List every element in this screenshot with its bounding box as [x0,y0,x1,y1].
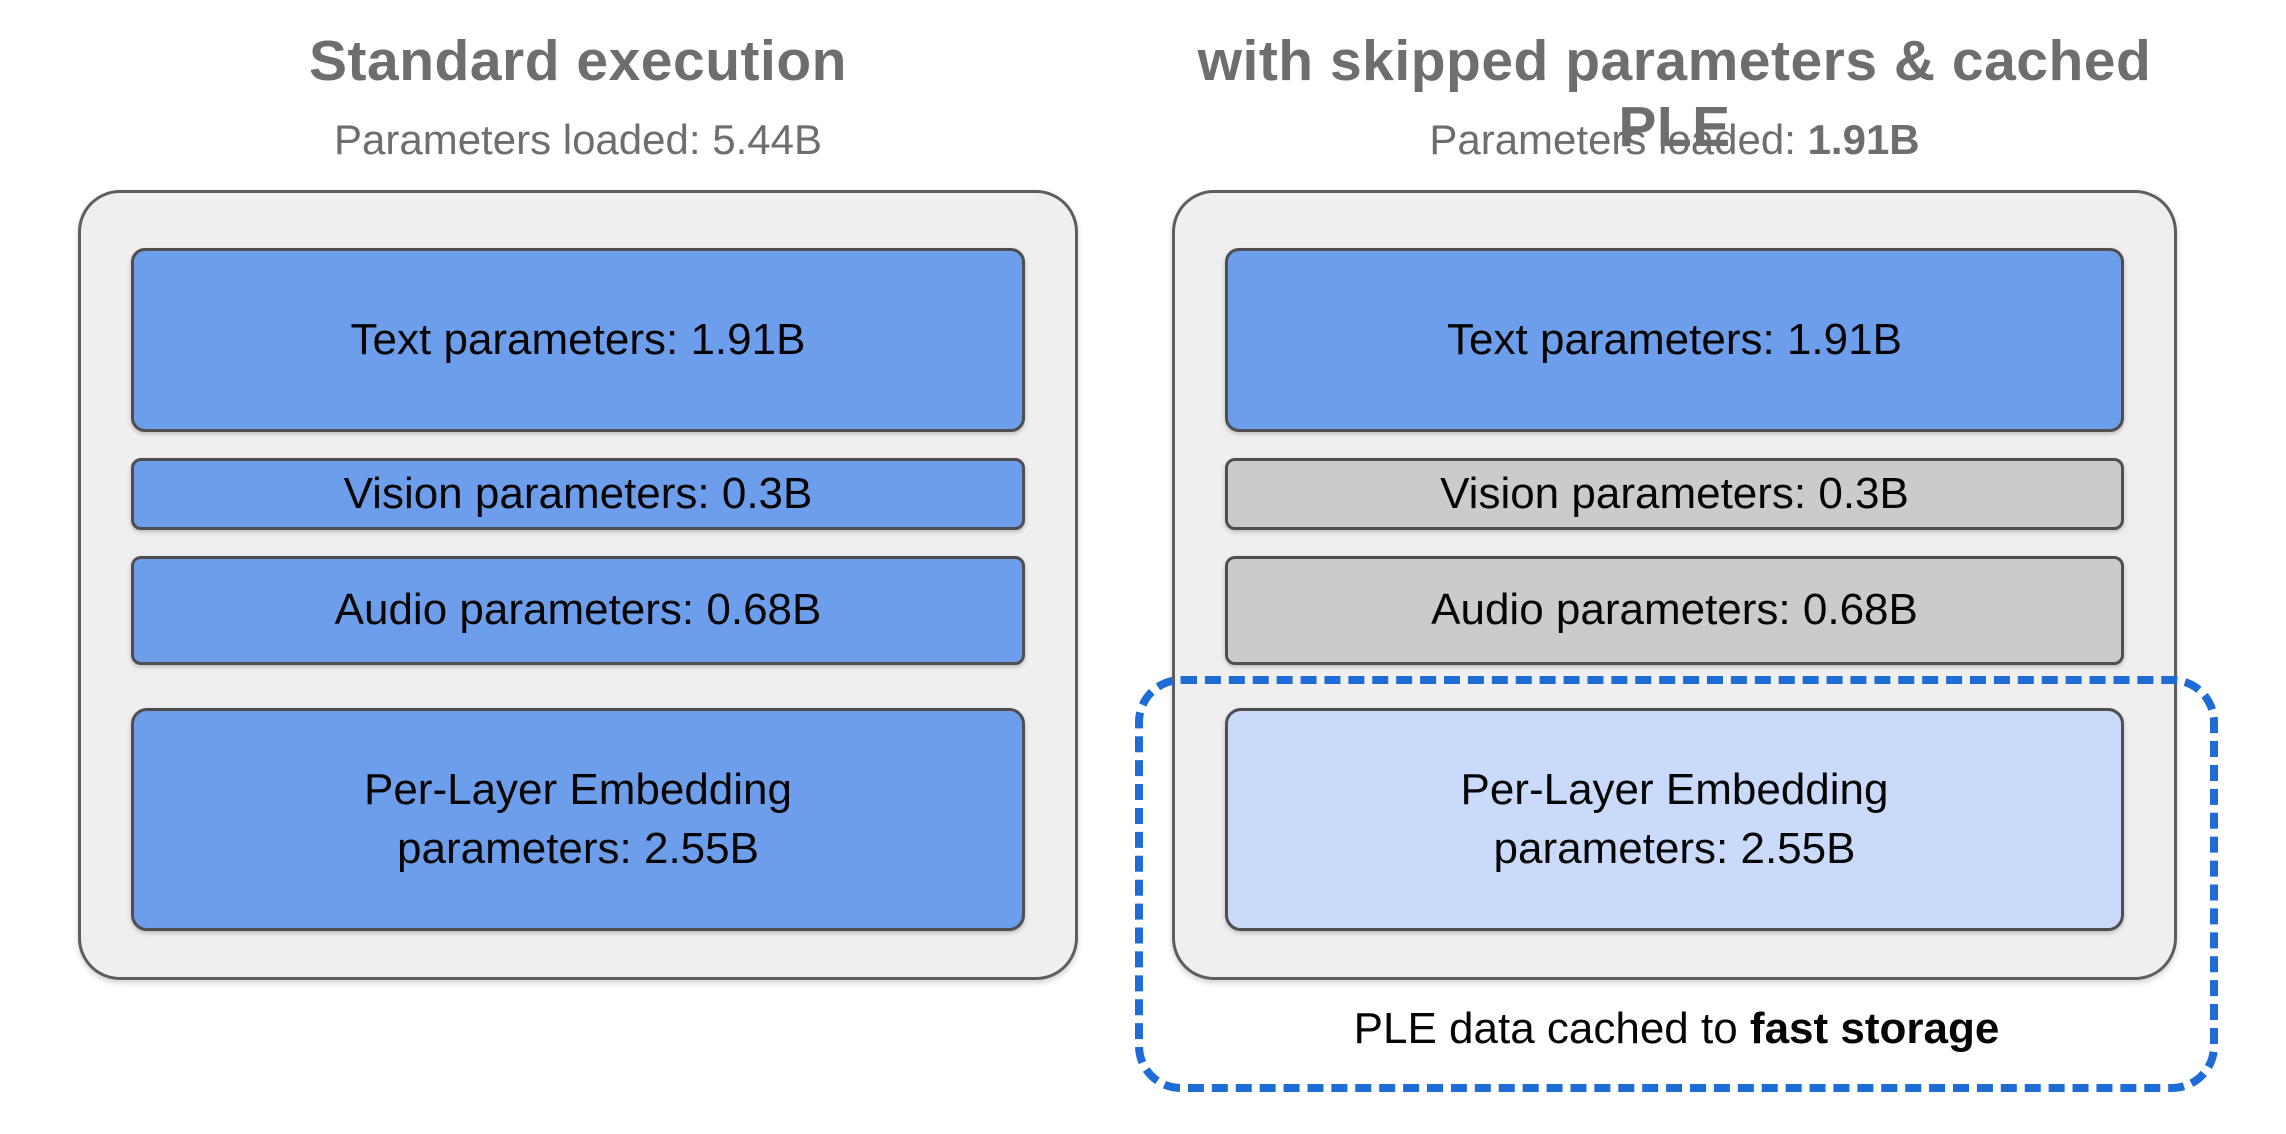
subtitle-prefix: Parameters loaded: [334,116,713,163]
panel-subtitle-standard-execution: Parameters loaded: 5.44B [78,116,1078,164]
model-container-skipped: Text parameters: 1.91B Vision parameters… [1172,190,2177,980]
panel-title-skipped-cached-ple: with skipped parameters & cached PLE [1197,29,2152,159]
param-box-audio-skipped: Audio parameters: 0.68B [1225,556,2124,665]
param-box-vision-skipped: Vision parameters: 0.3B [1225,458,2124,530]
param-box-vision: Vision parameters: 0.3B [131,458,1025,530]
subtitle-prefix: Parameters loaded: [1429,116,1808,163]
ple-caption-prefix: PLE data cached to [1353,1004,1750,1053]
parameters-loaded-value: 1.91B [1807,116,1920,163]
param-box-text: Text parameters: 1.91B [1225,248,2124,432]
parameters-loaded-value: 5.44B [712,116,822,163]
ple-caption-bold: fast storage [1749,1004,2000,1053]
param-box-audio: Audio parameters: 0.68B [131,556,1025,665]
param-box-per-layer-embedding: Per-Layer Embedding parameters: 2.55B [131,708,1025,931]
panel-title-standard-execution: Standard execution [309,29,847,93]
param-box-text: Text parameters: 1.91B [131,248,1025,432]
panel-subtitle-skipped-cached-ple: Parameters loaded: 1.91B [1152,116,2197,164]
param-box-per-layer-embedding-cached: Per-Layer Embedding parameters: 2.55B [1225,708,2124,931]
ple-cache-caption: PLE data cached to fast storage [1135,1004,2218,1054]
model-container-standard: Text parameters: 1.91B Vision parameters… [78,190,1078,980]
